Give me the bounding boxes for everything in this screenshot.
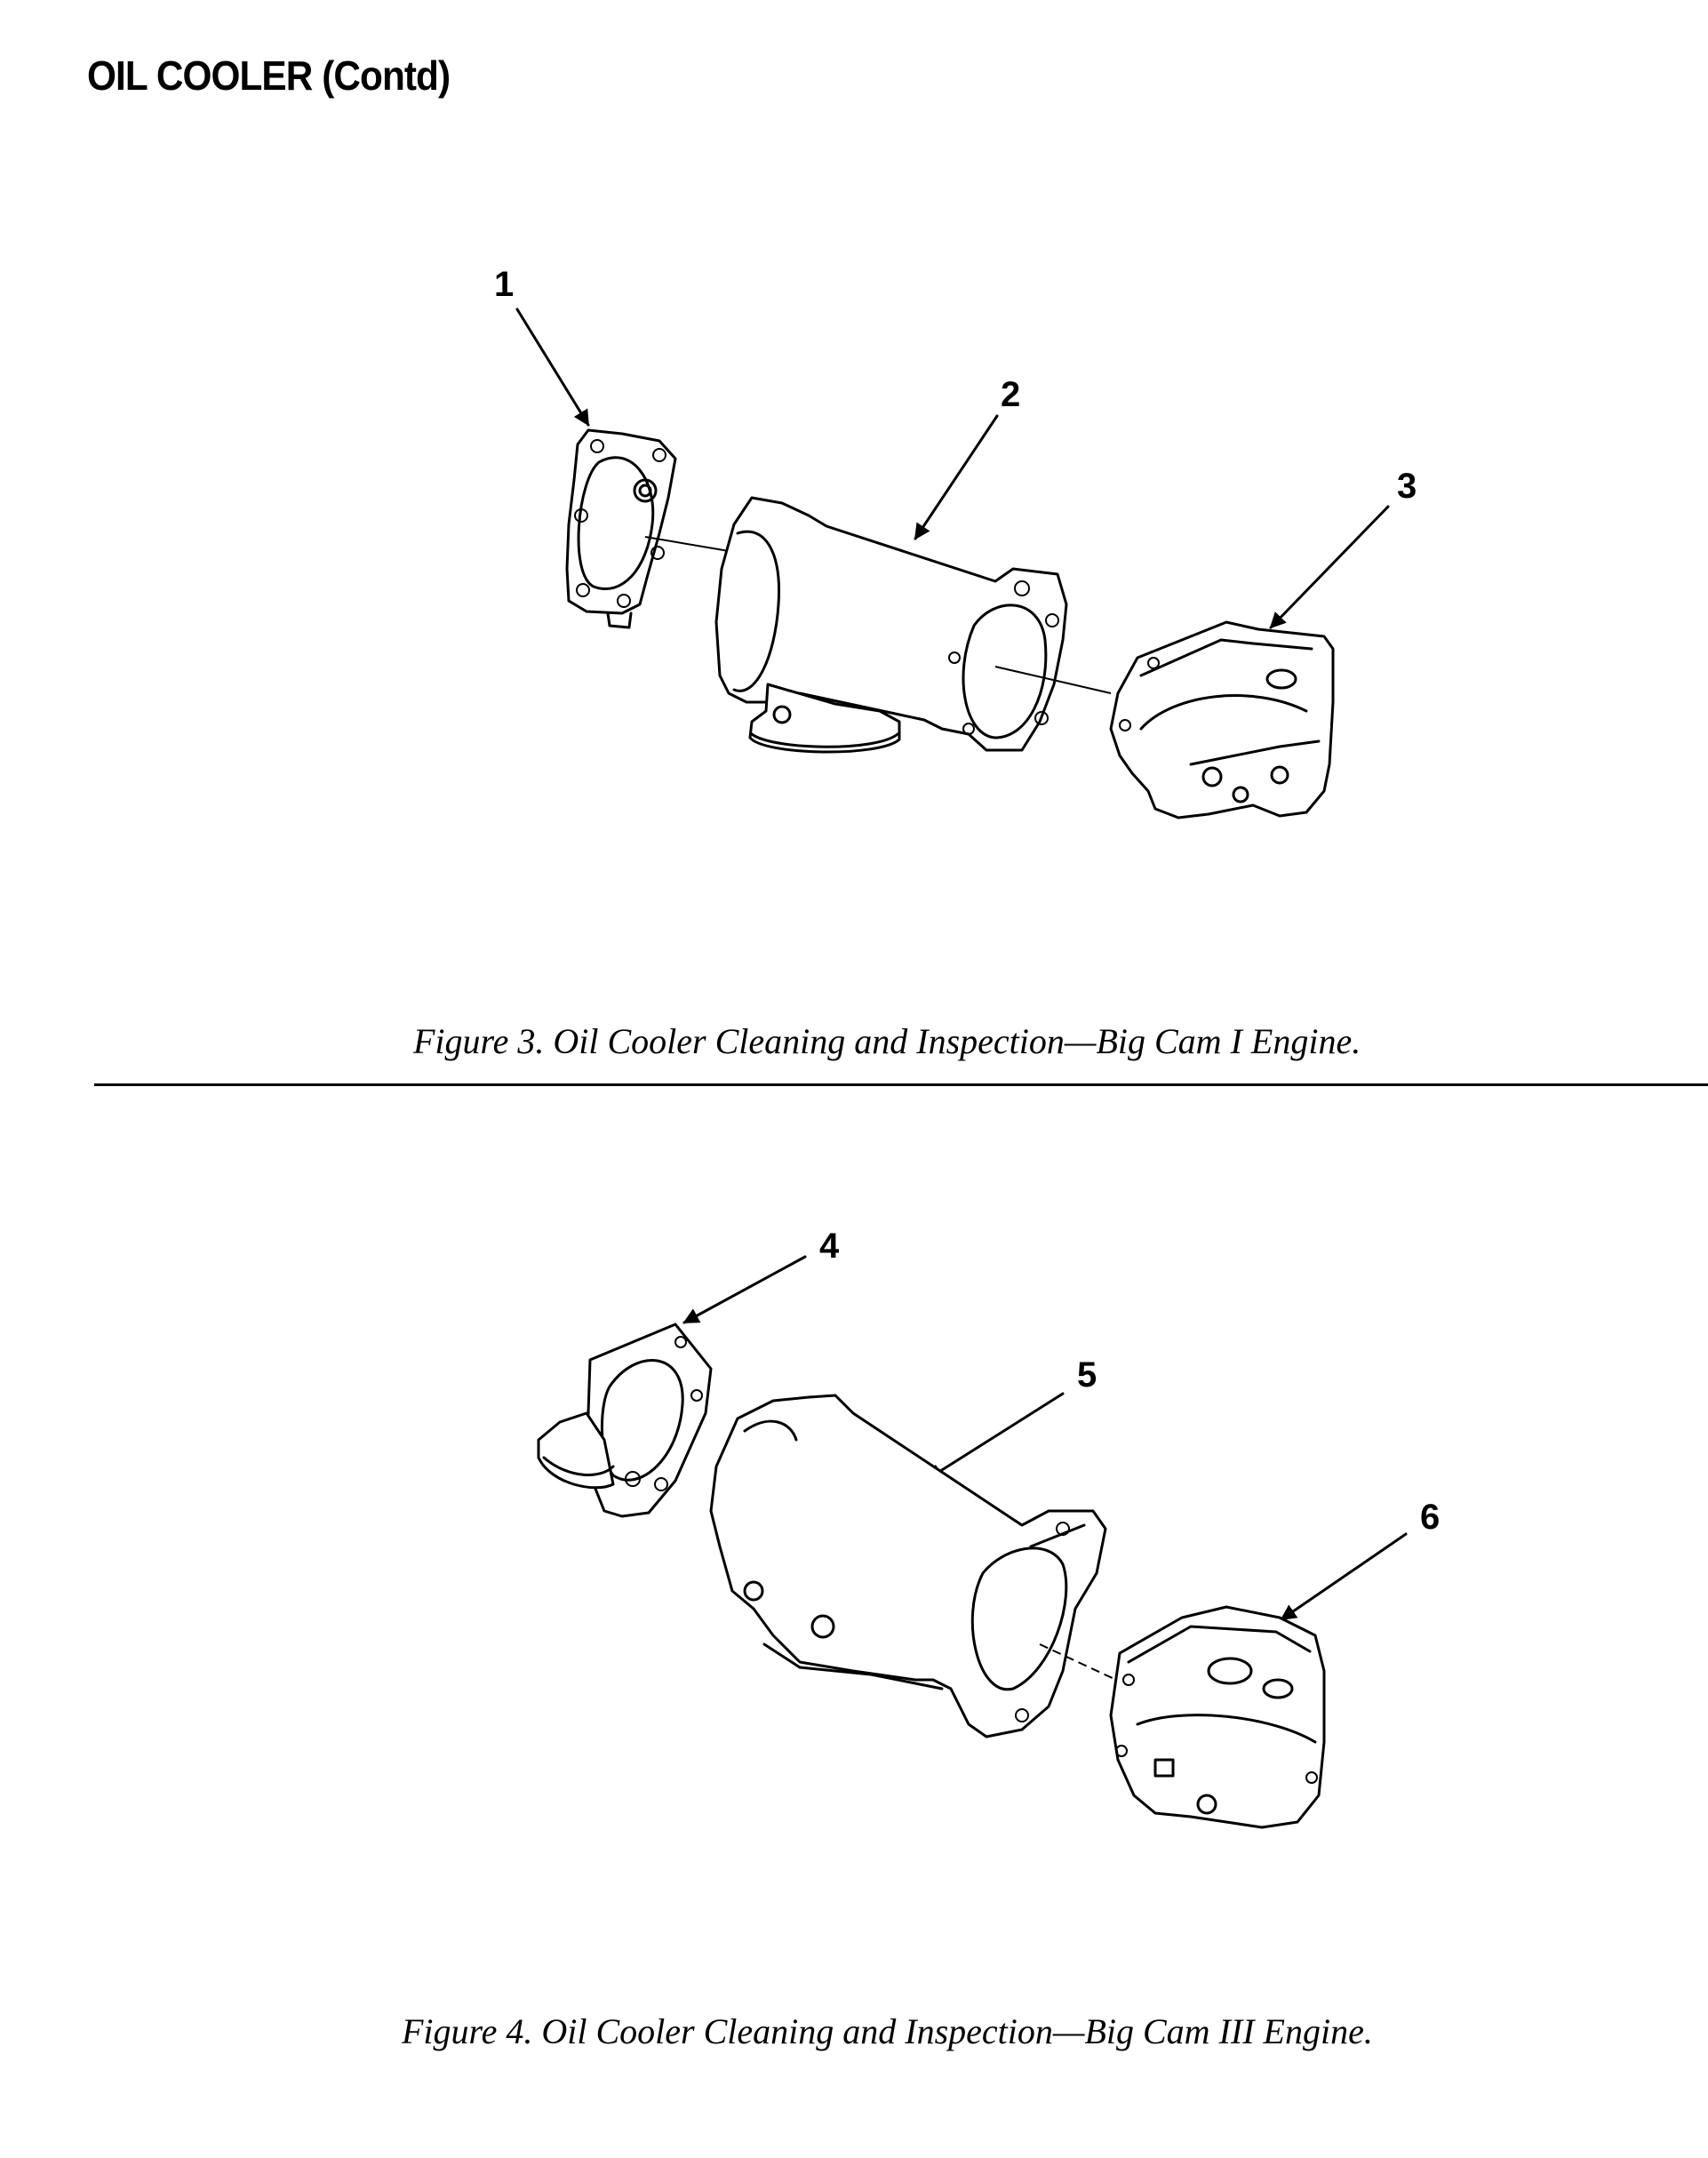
callout-5: 5 — [1077, 1355, 1097, 1395]
figure-4-caption: Figure 4. Oil Cooler Cleaning and Inspec… — [402, 2011, 1373, 2051]
figure-3-illustration: 1 2 3 — [494, 265, 1417, 819]
callout-5-leader — [926, 1392, 1065, 1481]
callout-4: 4 — [819, 1227, 840, 1266]
callout-3: 3 — [1397, 467, 1417, 506]
callout-2: 2 — [1001, 375, 1020, 414]
callout-2-leader — [914, 414, 999, 540]
adapter-housing-part-6 — [1109, 1605, 1326, 1829]
callout-1: 1 — [494, 265, 514, 304]
page-title: OIL COOLER (Contd) — [87, 52, 451, 99]
callout-1-leader — [515, 308, 590, 427]
end-cover-part-1 — [565, 428, 677, 629]
callout-3-leader — [1269, 505, 1390, 629]
callout-6-leader — [1280, 1532, 1408, 1621]
assembly-guide-line — [994, 666, 1112, 694]
cooler-housing-part-2 — [714, 496, 1068, 754]
figure-4-illustration: 4 5 6 — [537, 1227, 1440, 1829]
inlet-connection-part-4 — [537, 1323, 713, 1518]
section-divider — [94, 1083, 1708, 1086]
callout-6: 6 — [1420, 1498, 1440, 1537]
adapter-housing-part-3 — [1109, 620, 1335, 819]
figure-3-caption: Figure 3. Oil Cooler Cleaning and Inspec… — [413, 1021, 1361, 1061]
assembly-guide-line — [644, 536, 740, 554]
cooler-housing-part-5 — [709, 1394, 1107, 1738]
callout-4-leader — [682, 1255, 807, 1324]
